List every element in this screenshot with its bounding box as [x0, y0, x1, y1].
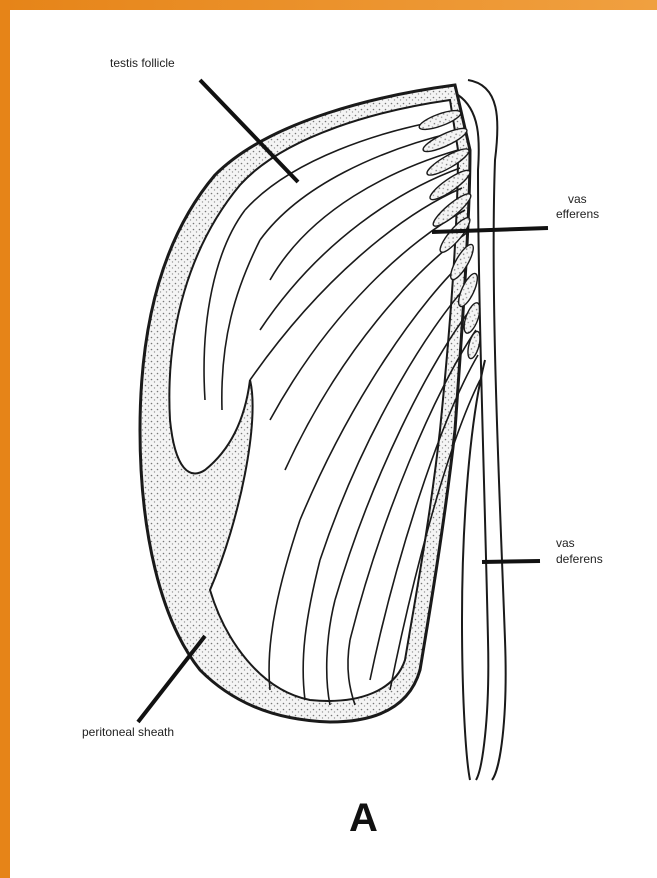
label-vasa-efferens-line1: vas [568, 192, 587, 206]
label-peritoneal-sheath: peritoneal sheath [82, 725, 174, 739]
label-vas-deferens-line1: vas [556, 536, 575, 550]
label-vasa-efferens-line2: efferens [556, 207, 599, 221]
label-testis-follicle: testis follicle [110, 56, 175, 70]
label-vas-deferens-line2: deferens [556, 552, 603, 566]
panel-letter: A [349, 796, 378, 841]
